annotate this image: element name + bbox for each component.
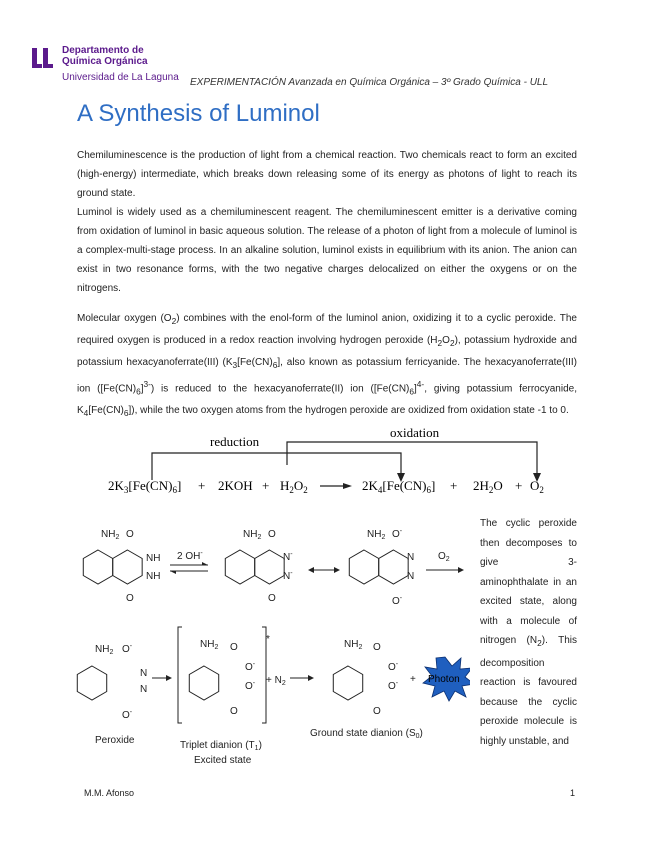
svg-text:O: O	[373, 706, 381, 717]
svg-text:+: +	[262, 478, 269, 493]
svg-text:2KOH: 2KOH	[218, 478, 253, 493]
svg-text:Excited state: Excited state	[194, 755, 252, 766]
ring-bond	[254, 549, 285, 585]
svg-text:+: +	[410, 674, 416, 685]
svg-text:O-: O-	[245, 661, 256, 673]
svg-text:O-: O-	[388, 661, 399, 673]
ring-bond	[378, 549, 409, 585]
svg-text:O2: O2	[530, 478, 544, 495]
svg-text:2H2O: 2H2O	[473, 478, 503, 495]
ring-bond	[332, 665, 364, 701]
ring-bond	[82, 549, 114, 585]
svg-text:N: N	[407, 552, 414, 563]
university-logo-icon	[32, 48, 53, 68]
svg-text:N: N	[407, 571, 414, 582]
svg-text:+: +	[450, 478, 457, 493]
svg-text:O-: O-	[388, 680, 399, 692]
svg-text:NH2: NH2	[101, 529, 119, 541]
svg-text:O-: O-	[392, 528, 403, 540]
svg-text:N-: N-	[283, 570, 293, 582]
ring-bond	[112, 549, 143, 585]
svg-text:+: +	[515, 478, 522, 493]
svg-text:O-: O-	[392, 595, 403, 607]
svg-text:Ground state dianion (S0): Ground state dianion (S0)	[310, 728, 423, 740]
svg-text:O: O	[268, 593, 276, 604]
oxidation-label: oxidation	[390, 425, 440, 440]
ring-bond	[188, 665, 220, 701]
page-number: 1	[570, 788, 576, 798]
side-paragraph: The cyclic peroxide then decomposes to g…	[480, 518, 577, 747]
svg-text:O: O	[268, 529, 276, 540]
paragraph-2: Luminol is widely used as a chemilumines…	[77, 207, 577, 294]
svg-text:2 OH-: 2 OH-	[177, 550, 203, 562]
photon-burst-icon	[422, 656, 470, 702]
svg-text:O: O	[230, 706, 238, 717]
svg-text:NH: NH	[146, 553, 160, 564]
svg-text:+: +	[198, 478, 205, 493]
svg-text:O: O	[230, 642, 238, 653]
svg-text:O2: O2	[438, 551, 450, 563]
svg-text:+ N2: + N2	[266, 675, 286, 687]
svg-text:H2O2: H2O2	[280, 478, 308, 495]
reduction-label: reduction	[210, 434, 260, 449]
svg-text:NH: NH	[146, 571, 160, 582]
svg-text:O-: O-	[245, 680, 256, 692]
svg-text:NH2: NH2	[95, 644, 113, 656]
ring-bond	[76, 665, 108, 701]
svg-text:N-: N-	[283, 551, 293, 563]
svg-text:NH2: NH2	[367, 529, 385, 541]
page-title: A Synthesis of Luminol	[77, 100, 320, 127]
ring-bond	[224, 549, 256, 585]
paragraph-1: Chemiluminescence is the production of l…	[77, 150, 577, 199]
svg-text:O-: O-	[122, 709, 133, 721]
ring-bond	[348, 549, 380, 585]
page-header: EXPERIMENTACIÓN Avanzada en Química Orgá…	[190, 77, 549, 88]
redox-equation: reduction oxidation 2K3[Fe(CN)6] + 2KOH …	[108, 425, 544, 495]
svg-text:N: N	[140, 684, 147, 695]
svg-text:Triplet dianion (T1): Triplet dianion (T1)	[180, 740, 262, 752]
svg-text:NH2: NH2	[243, 529, 261, 541]
svg-text:2K3[Fe(CN)6]: 2K3[Fe(CN)6]	[108, 478, 181, 495]
luminol-reaction-scheme: NH2 O NH NH O 2 OH- NH2 O N- N- O NH2 O-…	[76, 528, 470, 766]
footer-author: M.M. Afonso	[84, 788, 135, 798]
svg-text:NH2: NH2	[200, 639, 218, 651]
svg-text:O: O	[126, 593, 134, 604]
svg-text:O-: O-	[122, 643, 133, 655]
logo-university: Universidad de La Laguna	[62, 72, 179, 83]
svg-text:Peroxide: Peroxide	[95, 735, 135, 746]
svg-text:O: O	[373, 642, 381, 653]
svg-text:NH2: NH2	[344, 639, 362, 651]
paragraph-3: Molecular oxygen (O2) combines with the …	[77, 313, 577, 419]
svg-text:N: N	[140, 668, 147, 679]
svg-text:*: *	[266, 634, 270, 645]
svg-text:2K4[Fe(CN)6]: 2K4[Fe(CN)6]	[362, 478, 435, 495]
photon-label: Photon	[428, 674, 460, 685]
svg-text:O: O	[126, 529, 134, 540]
